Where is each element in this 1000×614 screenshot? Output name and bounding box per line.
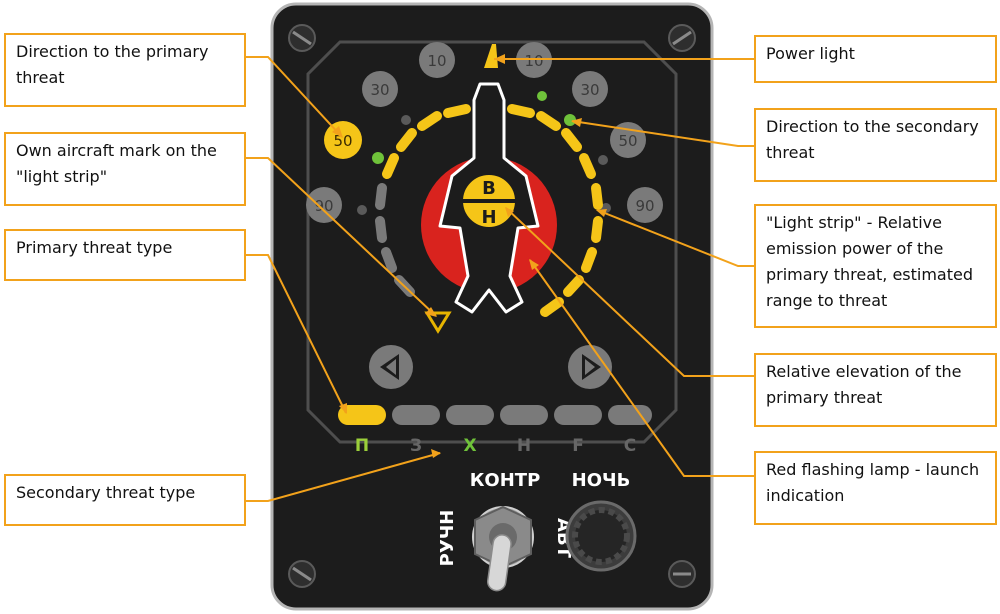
light-strip-segment [443,104,471,118]
threat-type-lamp-3 [446,405,494,425]
callout-primary-direction: Direction to the primary threat [4,33,246,107]
sector-lamp-left-50: 50 [324,121,362,159]
threat-type-lamp-4 [500,405,548,425]
callout-launch-lamp: Red flashing lamp - launch indication [754,451,997,525]
light-strip [375,104,603,317]
direction-dot [401,115,411,125]
callout-primary-type: Primary threat type [4,229,246,281]
direction-dot [598,155,608,165]
mode-toggle-switch[interactable] [472,505,534,592]
sector-label: 50 [618,132,637,150]
threat-type-label: Н [517,436,531,456]
sector-lamp-right-90: 90 [627,187,663,223]
screw-top-left [288,24,316,52]
light-strip-segment [417,111,442,131]
light-strip-segment [561,128,582,152]
elevation-indicator: В Н [461,173,517,229]
secondary-threat-dot-left [372,152,384,164]
light-strip-segment [375,183,387,210]
callout-secondary-direction: Direction to the secondary threat [754,108,997,182]
light-strip-segment [375,216,387,243]
screw-bottom-right [668,560,696,588]
panel-bezel [306,40,678,444]
threat-type-label: З [410,436,422,456]
night-label: НОЧЬ [572,470,631,491]
hemisphere-lower-label: Н [481,207,496,228]
sector-lamp-left-10: 10 [419,42,455,78]
switch-left-label: РУЧН [437,510,458,567]
left-arrow-button[interactable] [369,345,413,389]
sector-label: 90 [635,197,654,215]
switch-top-label: КОНТР [470,470,541,491]
light-strip-segment [396,128,417,152]
light-strip-segment [382,153,399,179]
callout-arrowheads [332,54,607,458]
threat-type-lamp-2 [392,405,440,425]
light-strip-segment [581,247,597,273]
sector-label: 10 [524,52,543,70]
screw-bottom-left [288,560,316,588]
callout-leaders [246,56,754,502]
threat-type-label: С [624,436,636,456]
callout-secondary-type: Secondary threat type [4,474,246,526]
sector-lamp-left-30: 30 [362,71,398,107]
sector-label: 90 [314,197,333,215]
sector-label: 30 [580,81,599,99]
light-strip-segment [507,104,535,118]
hemisphere-upper-label: В [482,178,496,199]
threat-type-lamp-1 [338,405,386,425]
secondary-threat-dot-top [537,91,547,101]
callout-own-aircraft: Own aircraft mark on the "light strip" [4,132,246,206]
sector-lamp-right-30: 30 [572,71,608,107]
sector-label: 50 [333,132,352,150]
secondary-threat-dot-right [564,114,576,126]
direction-dot [357,205,367,215]
light-strip-segment [381,247,397,273]
callout-elevation: Relative elevation of the primary threat [754,353,997,427]
right-arrow-button[interactable] [568,345,612,389]
callout-light-strip: "Light strip" - Relative emission power … [754,204,997,328]
light-strip-segment [591,216,603,243]
light-strip-segment [540,297,564,317]
threat-type-lamp-5 [554,405,602,425]
threat-type-lamp-6 [608,405,652,425]
light-strip-segment [536,111,561,131]
screw-top-right [668,24,696,52]
light-strip-segment [563,275,584,297]
sector-label: 10 [427,52,446,70]
sector-label: 30 [370,81,389,99]
sector-lamp-left-90: 90 [306,187,342,223]
callout-power-light: Power light [754,35,997,83]
light-strip-segment [591,183,603,210]
threat-type-label: Х [463,436,476,456]
threat-type-label: П [355,436,369,456]
power-light [484,44,498,68]
night-brightness-knob[interactable] [565,500,637,572]
light-strip-segment [579,153,596,179]
own-aircraft-mark [424,311,452,334]
threat-type-label: F [572,436,584,456]
